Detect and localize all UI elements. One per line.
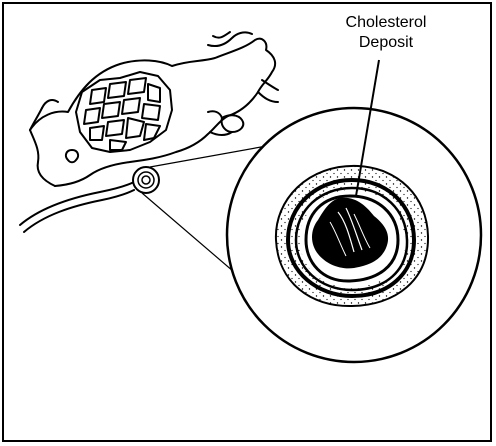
cross-section-marker — [133, 167, 159, 193]
magnified-cross-section — [227, 108, 481, 362]
label-line-1: Cholesterol — [322, 13, 450, 33]
label-line-2: Deposit — [322, 33, 450, 53]
cholesterol-deposit-label: Cholesterol Deposit — [322, 13, 450, 53]
